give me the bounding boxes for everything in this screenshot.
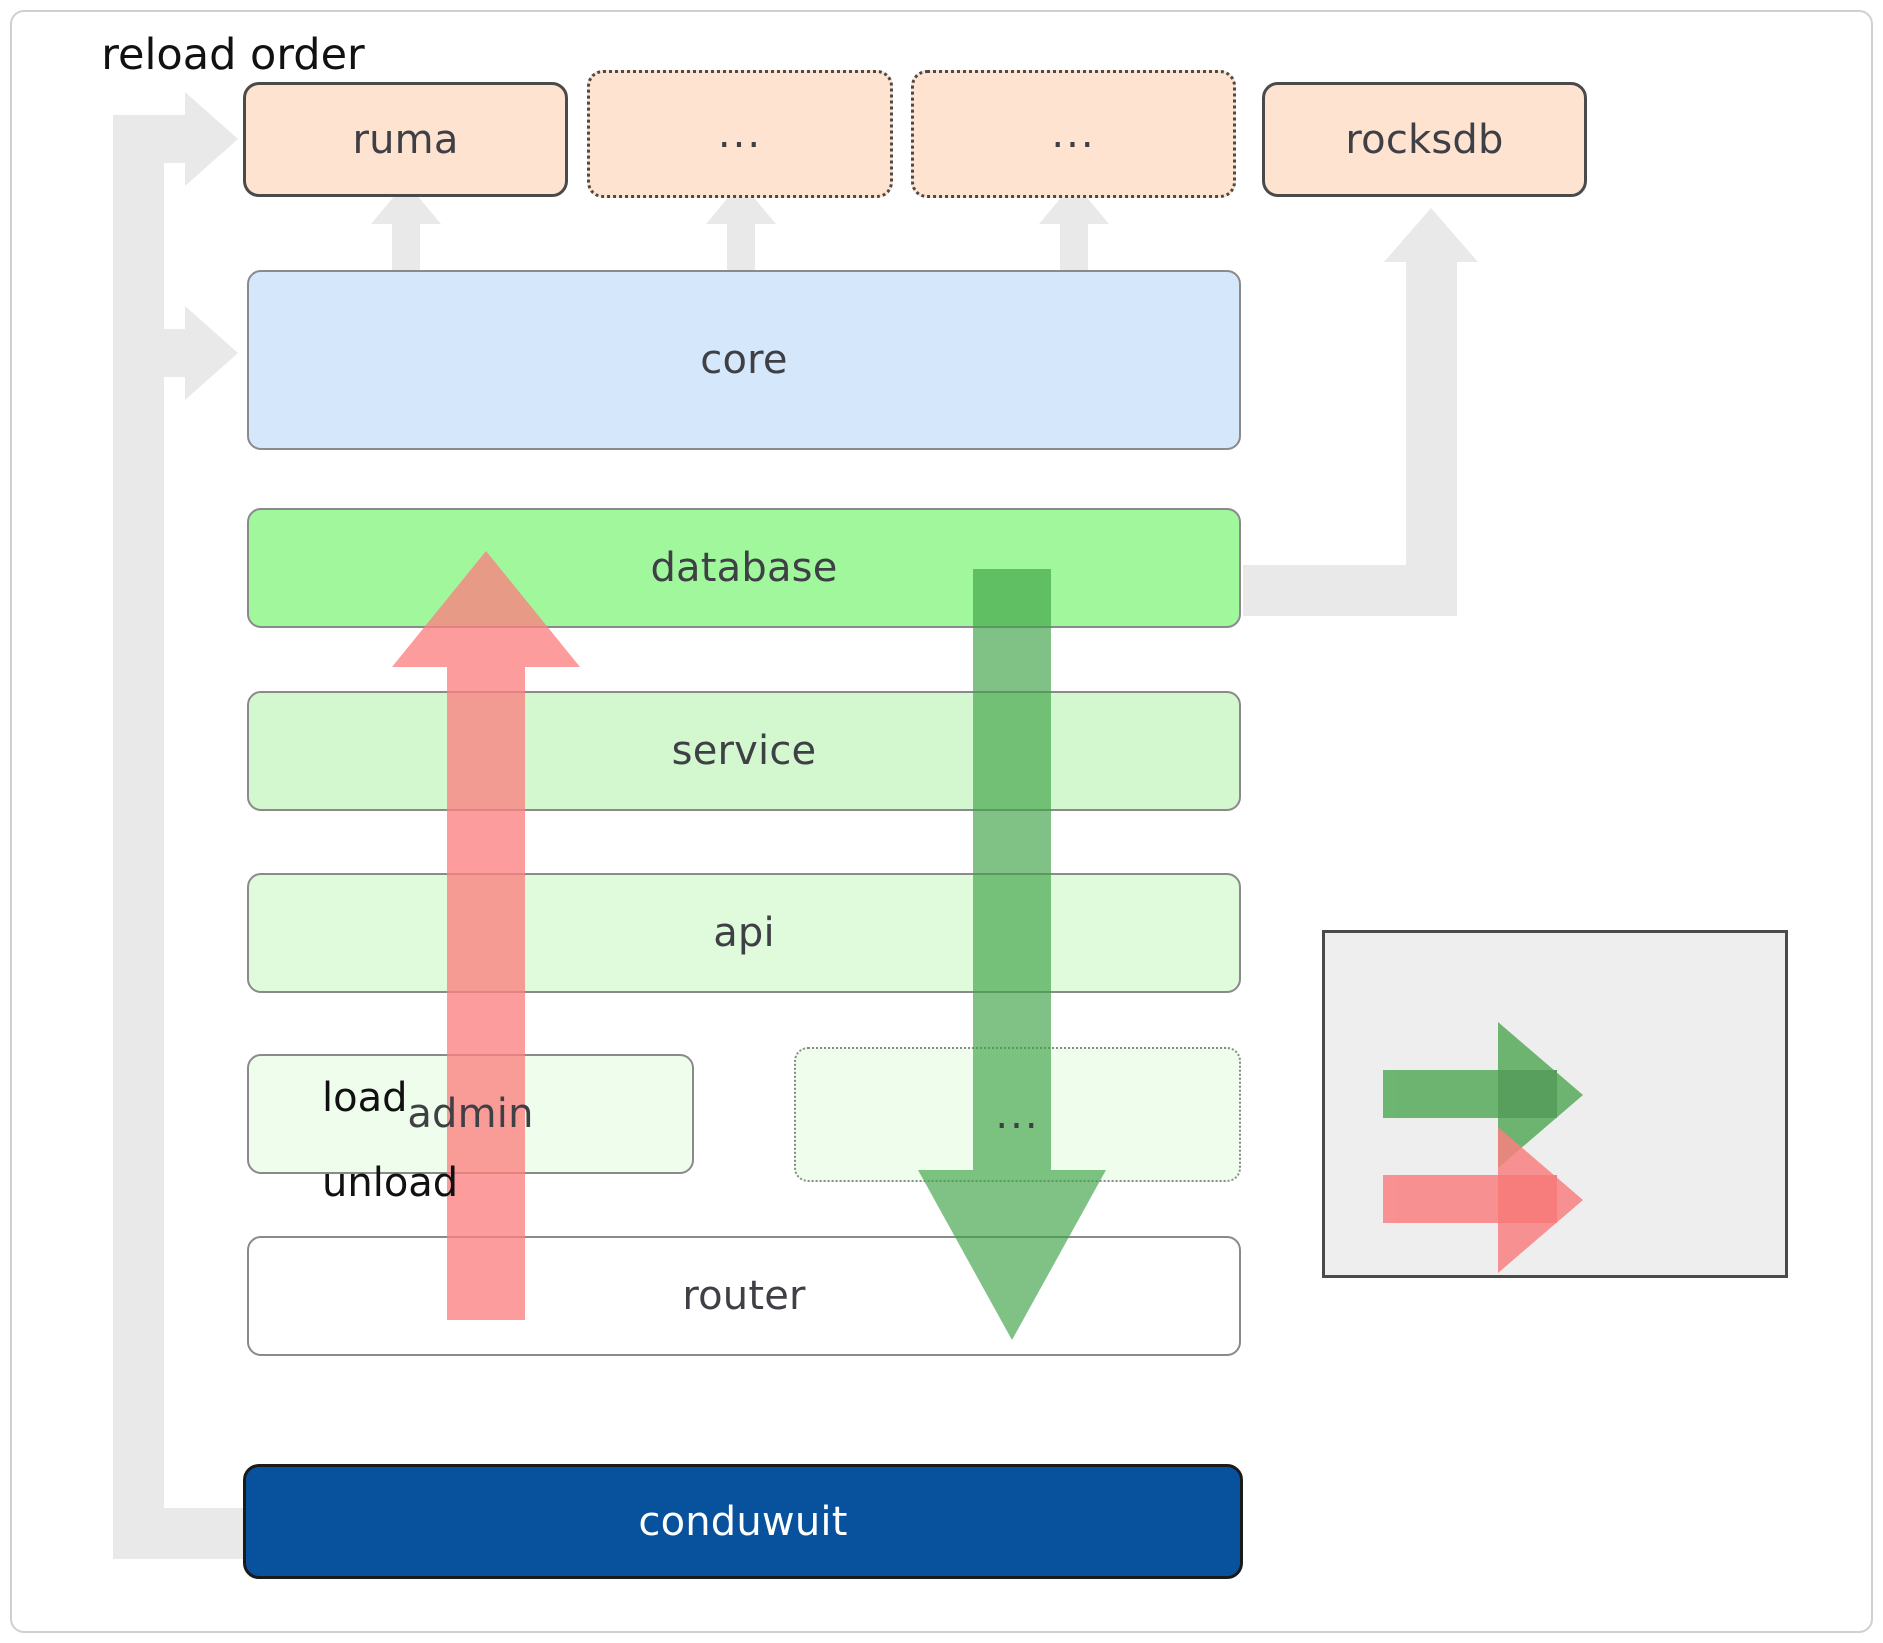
connector-arrowhead-rocksdb (1384, 208, 1478, 262)
connector-arrow-core-to-ruma (371, 182, 441, 270)
stack-box-service[interactable]: service (247, 691, 1241, 811)
connector-arrow-to-core (113, 306, 238, 400)
legend-title: reload order (101, 30, 365, 80)
connector-root-stub (113, 1508, 248, 1559)
connector-arrow-core-to-more1 (706, 182, 776, 270)
load-arrow-big (918, 569, 1106, 1340)
stack-box-core[interactable]: core (247, 270, 1241, 450)
connector-arrow-core-to-more2 (1039, 182, 1109, 270)
legend-label-load: load (322, 1075, 408, 1121)
connector-elbow-database-rocksdb (1243, 240, 1457, 616)
connector-trunk-left (113, 128, 164, 1533)
legend-load-arrow (1383, 1022, 1583, 1168)
unload-arrow-big (392, 551, 580, 1320)
connector-arrow-to-ruma (113, 92, 238, 186)
legend-unload-arrow (1383, 1127, 1583, 1273)
legend-label-unload: unload (322, 1160, 459, 1206)
